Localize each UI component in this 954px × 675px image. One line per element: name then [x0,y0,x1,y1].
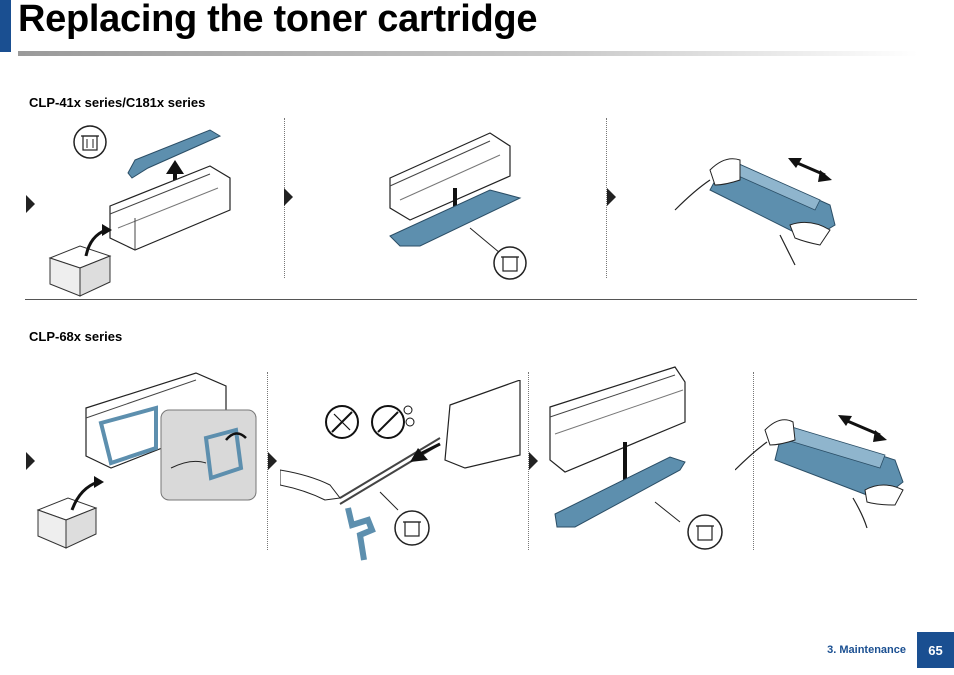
box-icon [48,245,112,297]
step-arrow-icon [529,452,538,470]
step-arrow-icon [26,452,35,470]
step-divider [267,372,268,550]
step-arrow-icon [607,188,616,206]
step3-shake-cartridge-illustration [674,158,836,266]
box-icon [36,497,98,549]
no-scissors-icon [371,405,415,439]
recycle-bin-icon [493,246,527,280]
title-underline [18,51,918,56]
step-divider [753,372,754,550]
header-accent-bar [0,0,11,52]
step2-remove-seal-illustration [280,380,521,561]
step-arrow-icon [26,195,35,213]
toner-cartridge [389,132,511,221]
recycle-bin-icon [394,510,430,546]
section-divider [25,299,917,300]
recycle-bin-icon [687,514,723,550]
footer-chapter: 3. Maintenance [827,644,906,656]
toner-cartridge [109,165,231,251]
step1-unpack-68x-illustration [36,372,257,549]
step1-unpack-illustration [48,125,231,297]
section-label-clp68x: CLP-68x series [29,329,123,344]
step4-shake-cartridge-68x-illustration [735,415,904,529]
step-arrow-icon [284,188,293,206]
no-knife-icon [325,405,359,439]
page-title: Replacing the toner cartridge [18,0,538,40]
section-label-clp41x: CLP-41x series/C181x series [29,95,206,110]
recycle-bin-icon [73,125,107,159]
step-arrow-icon [268,452,277,470]
step3-remove-cover-68x-illustration [549,366,723,550]
page-number: 65 [917,632,954,668]
step2-remove-cover-illustration [389,132,527,280]
step-divider [528,372,529,550]
step-divider [606,118,607,278]
